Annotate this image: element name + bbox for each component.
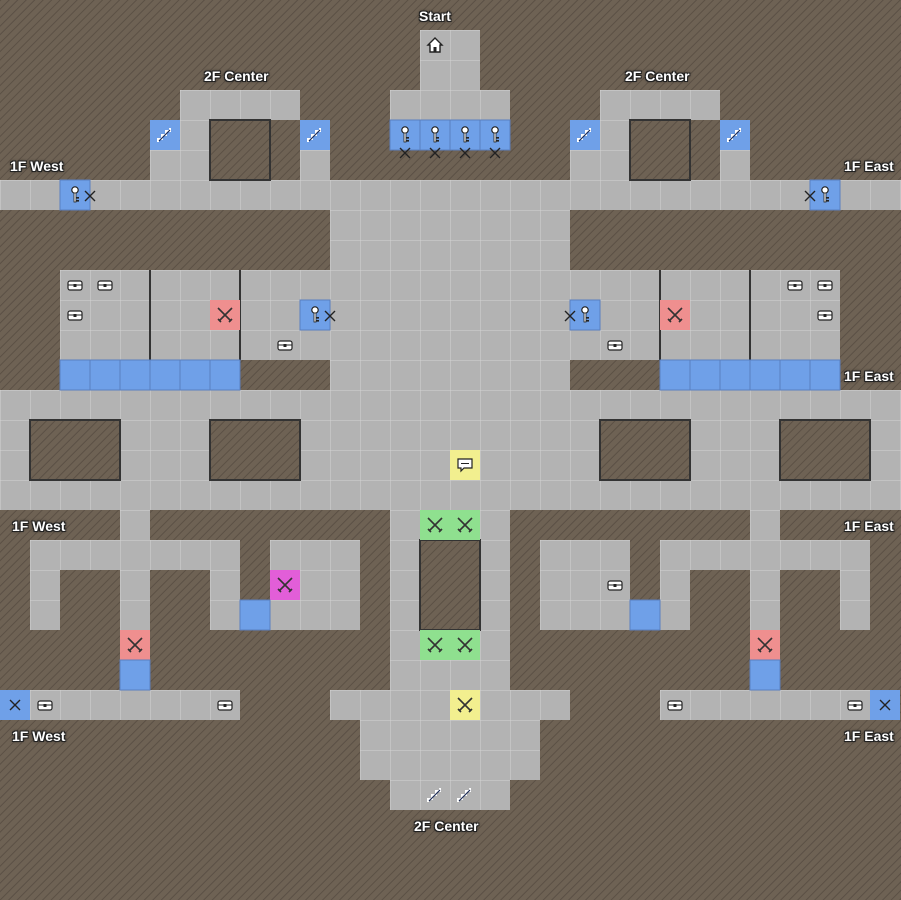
- floor-area: [750, 510, 780, 540]
- floor-area: [390, 510, 420, 690]
- wall-block: [779, 419, 871, 481]
- chest-icon: [607, 340, 623, 351]
- floor-area: [660, 570, 690, 630]
- door-tile: [179, 359, 211, 391]
- special-tile-layer: [0, 119, 900, 720]
- chest-icon: [37, 700, 53, 711]
- chest-icon: [667, 700, 683, 711]
- chest-icon: [217, 700, 233, 711]
- floor-area: [420, 30, 480, 90]
- door-tile: [149, 359, 181, 391]
- door-tile: [209, 359, 241, 391]
- chest-icon: [277, 340, 293, 351]
- wall-block: [629, 119, 691, 181]
- wall-block: [209, 419, 301, 481]
- door-tile: [659, 359, 691, 391]
- wall-block: [209, 119, 271, 181]
- floor-area: [0, 690, 240, 720]
- door-tile: [119, 359, 151, 391]
- door-tile: [629, 599, 661, 631]
- wall-block: [599, 419, 691, 481]
- floor-area: [30, 540, 240, 570]
- floor-area: [480, 510, 510, 690]
- door-tile: [779, 359, 811, 391]
- floor-area: [600, 90, 720, 120]
- door-tile: [119, 659, 151, 691]
- floor-area: [360, 720, 540, 780]
- chest-icon: [847, 700, 863, 711]
- chest-icon: [817, 280, 833, 291]
- door-tile: [749, 659, 781, 691]
- chest-icon: [67, 280, 83, 291]
- door-tile: [239, 599, 271, 631]
- floor-area: [390, 780, 510, 810]
- floor-area: [180, 90, 300, 120]
- wall-block: [29, 419, 121, 481]
- floor-area: [840, 570, 870, 630]
- door-tile: [719, 359, 751, 391]
- door-tile: [749, 359, 781, 391]
- chest-icon: [817, 310, 833, 321]
- door-tile: [89, 359, 121, 391]
- floor-area: [330, 210, 570, 390]
- door-tile: [689, 359, 721, 391]
- door-tile: [59, 359, 91, 391]
- wall-block-layer: [29, 119, 871, 631]
- chest-icon: [67, 310, 83, 321]
- floor-area: [660, 690, 900, 720]
- chest-icon: [97, 280, 113, 291]
- wall-block: [419, 539, 481, 631]
- chest-icon: [607, 580, 623, 591]
- floor-area: [210, 570, 240, 630]
- chest-icon: [787, 280, 803, 291]
- floor-area: [0, 180, 901, 210]
- floor-area: [30, 570, 60, 630]
- door-tile: [479, 119, 511, 151]
- floor-area: [420, 660, 480, 690]
- floor-area: [660, 540, 870, 570]
- floor-area: [120, 510, 150, 540]
- door-tile: [809, 359, 841, 391]
